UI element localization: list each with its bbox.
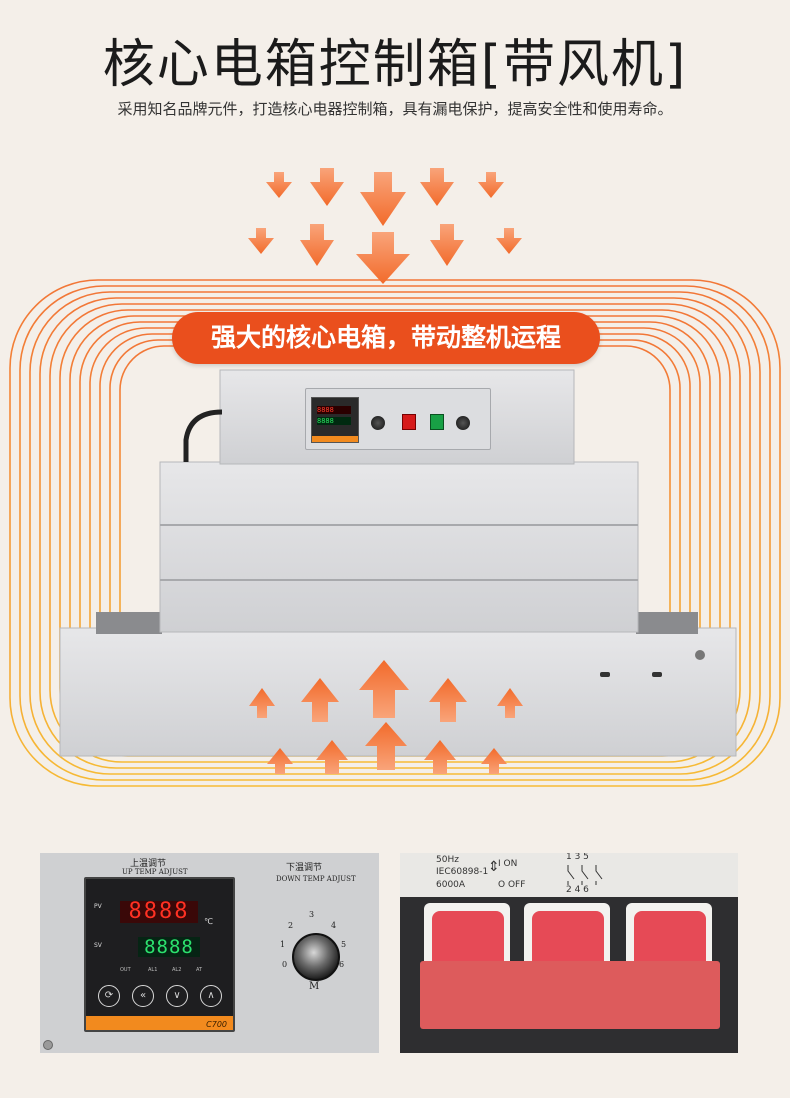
model-strip: C700 bbox=[86, 1016, 233, 1030]
dial-mark-1: 1 bbox=[280, 940, 286, 949]
hot-air-down-arrows bbox=[248, 168, 522, 284]
screw-icon bbox=[43, 1040, 53, 1050]
breaker-top-terminals: 1 3 5 bbox=[566, 853, 589, 862]
down-temp-knob[interactable] bbox=[292, 933, 340, 981]
pv-display: 8888 bbox=[120, 901, 198, 923]
page-subtitle: 采用知名品牌元件，打造核心电器控制箱，具有漏电保护，提高安全性和使用寿命。 bbox=[117, 100, 673, 118]
led-label-al2: AL2 bbox=[172, 967, 182, 973]
dial-mark-4: 4 bbox=[331, 921, 337, 930]
down-temp-label-en: DOWN TEMP ADJUST bbox=[276, 875, 356, 883]
hot-air-up-arrows bbox=[249, 660, 523, 774]
dial-mark-6: 6 bbox=[339, 960, 345, 969]
mini-green-switch bbox=[430, 414, 444, 430]
dial-mark-0: 0 bbox=[282, 960, 288, 969]
mini-red-switch bbox=[402, 414, 416, 430]
breaker-standard: IEC60898-1 bbox=[436, 867, 489, 877]
breaker-label-panel bbox=[400, 853, 738, 897]
breaker-schematic-icon bbox=[567, 865, 603, 885]
breaker-on-label: I ON bbox=[498, 859, 518, 869]
hero-banner: 强大的核心电箱，带动整机运程 bbox=[172, 312, 600, 364]
hero-illustration bbox=[9, 168, 781, 787]
mini-knob-1 bbox=[371, 416, 385, 430]
down-temp-label: 下温调节 bbox=[286, 863, 323, 873]
set-icon[interactable]: ⟳ bbox=[98, 985, 120, 1007]
down-arrow-icon[interactable]: ∨ bbox=[166, 985, 188, 1007]
mini-knob-2 bbox=[456, 416, 470, 430]
up-arrow-icon[interactable]: ∧ bbox=[200, 985, 222, 1007]
temperature-control-closeup: 上温调节 UP TEMP ADJUST 下温调节 DOWN TEMP ADJUS… bbox=[40, 853, 379, 1053]
sv-label: SV bbox=[94, 942, 102, 949]
breaker-rating: 6000A bbox=[436, 880, 466, 890]
up-temp-label-en: UP TEMP ADJUST bbox=[122, 868, 188, 876]
led-label-at: AT bbox=[196, 967, 203, 973]
breaker-tie-bar[interactable] bbox=[420, 961, 720, 1029]
mini-pv-display: 8888 bbox=[317, 406, 351, 414]
on-off-arrow-icon: ⇕ bbox=[488, 859, 500, 875]
shift-left-icon[interactable]: « bbox=[132, 985, 154, 1007]
unit-label: ℃ bbox=[204, 917, 213, 926]
up-temp-label: 上温调节 bbox=[130, 859, 167, 869]
mini-controller-strip bbox=[312, 436, 358, 442]
mini-temperature-controller: 8888 8888 bbox=[311, 397, 359, 443]
sv-display: 8888 bbox=[138, 937, 200, 957]
dial-mark-m: M bbox=[309, 981, 320, 992]
led-label-out: OUT bbox=[120, 967, 131, 973]
dial-mark-3: 3 bbox=[309, 910, 315, 919]
temperature-controller: PV 8888 ℃ SV 8888 OUT AL1 AL2 AT ⟳ « ∨ ∧… bbox=[84, 877, 235, 1032]
dial-mark-5: 5 bbox=[341, 940, 347, 949]
pv-label: PV bbox=[94, 903, 102, 910]
breaker-frequency: 50Hz bbox=[436, 855, 459, 865]
page-title: 核心电箱控制箱[带风机] bbox=[102, 35, 688, 95]
breaker-bottom-terminals: 2 4 6 bbox=[566, 885, 589, 895]
mini-sv-display: 8888 bbox=[317, 417, 351, 425]
breaker-off-label: O OFF bbox=[498, 880, 526, 890]
dial-mark-2: 2 bbox=[288, 921, 294, 930]
shrink-machine bbox=[59, 369, 737, 757]
circuit-breaker-closeup: 50Hz IEC60898-1 6000A I ON O OFF ⇕ 1 3 5… bbox=[400, 853, 738, 1053]
led-label-al1: AL1 bbox=[148, 967, 158, 973]
model-label: C700 bbox=[206, 1020, 227, 1029]
